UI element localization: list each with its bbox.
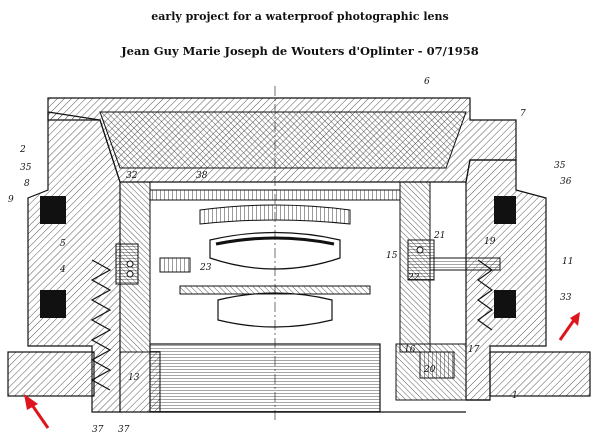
label-11: 11 xyxy=(562,257,573,267)
label-21: 21 xyxy=(433,231,445,241)
label-23: 23 xyxy=(199,263,212,273)
label-37a: 37 xyxy=(92,425,104,435)
label-9: 9 xyxy=(8,195,14,205)
left-housing xyxy=(27,111,121,413)
label-35a: 35 xyxy=(20,163,32,173)
label-3: 3 xyxy=(60,291,66,301)
drawing-subtitle: Jean Guy Marie Joseph de Wouters d'Oplin… xyxy=(121,44,479,58)
rear-barrel xyxy=(119,343,490,413)
shutter-mechanism xyxy=(115,239,501,285)
drawing-title: early project for a waterproof photograp… xyxy=(151,10,449,23)
label-19: 19 xyxy=(484,237,496,247)
label-15: 15 xyxy=(386,251,398,261)
label-7: 7 xyxy=(520,109,526,119)
label-8: 8 xyxy=(24,179,30,189)
label-36: 36 xyxy=(560,177,572,187)
label-6: 6 xyxy=(424,77,430,87)
right-red-arrow xyxy=(558,312,580,341)
left-red-arrow xyxy=(24,394,50,429)
front-ring xyxy=(47,97,517,183)
label-17: 17 xyxy=(468,345,480,355)
label-1: 1 xyxy=(512,391,518,401)
label-38: 38 xyxy=(196,171,208,181)
label-20: 20 xyxy=(423,365,436,375)
label-4: 4 xyxy=(59,265,66,275)
label-35b: 35 xyxy=(554,161,566,171)
label-22: 22 xyxy=(407,273,420,283)
label-16: 16 xyxy=(404,345,416,355)
label-37b: 37 xyxy=(118,425,130,435)
base-flange xyxy=(7,351,591,397)
reference-numerals: 6 7 2 35 8 9 35 36 5 4 3 32 38 15 21 19 … xyxy=(8,77,573,435)
label-33: 33 xyxy=(560,293,572,303)
label-5: 5 xyxy=(60,239,66,249)
label-13: 13 xyxy=(128,373,140,383)
label-32: 32 xyxy=(126,171,138,181)
label-2: 2 xyxy=(19,145,26,155)
